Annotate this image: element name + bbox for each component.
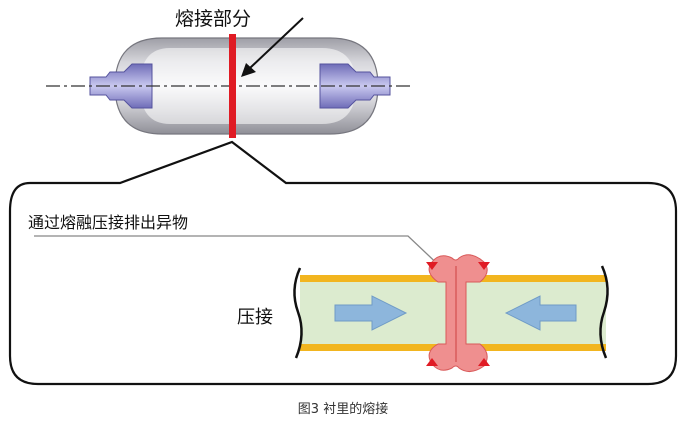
liner-top-left [300, 275, 450, 282]
liner-bottom-right [460, 344, 606, 351]
weld-pointer [241, 17, 304, 77]
right-break-line [599, 265, 609, 359]
liner-bottom-left [300, 344, 450, 351]
figure-caption: 图3 衬里的熔接 [297, 402, 389, 417]
press-arrow-right [334, 295, 408, 331]
tank [46, 34, 412, 138]
weld-line [229, 34, 236, 138]
pressure-label: 压接 [237, 307, 273, 328]
press-arrow-left [504, 295, 577, 331]
weld-part-label: 熔接部分 [175, 8, 252, 30]
left-break-line [293, 267, 303, 359]
foreign-matter-label: 通过熔融压接排出异物 [28, 213, 189, 232]
liner-detail [293, 254, 609, 372]
liner-top-right [460, 275, 606, 282]
